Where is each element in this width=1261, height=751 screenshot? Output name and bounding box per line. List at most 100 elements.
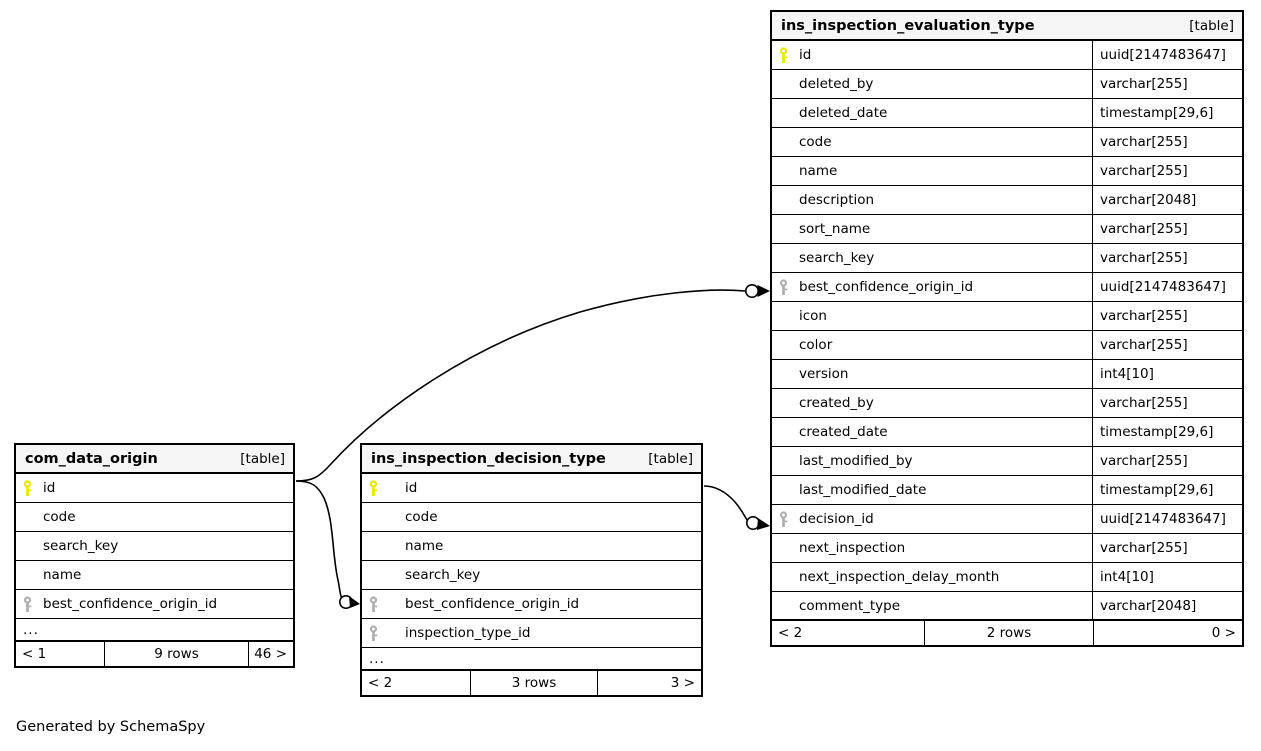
table-row-name[interactable]: name bbox=[362, 532, 701, 561]
column-name-cell: search_key bbox=[362, 561, 701, 589]
column-name: color bbox=[799, 337, 833, 353]
table-ins-inspection-evaluation-type[interactable]: ins_inspection_evaluation_type [table] i… bbox=[770, 10, 1244, 647]
column-name-cell: created_by bbox=[772, 389, 1092, 417]
footer-row-count: 2 rows bbox=[924, 621, 1094, 645]
column-name-cell: deleted_date bbox=[772, 99, 1092, 127]
table-row-color[interactable]: color varchar[255] bbox=[772, 331, 1242, 360]
foreign-key-icon bbox=[22, 595, 43, 613]
table-row-code[interactable]: code bbox=[16, 503, 293, 532]
column-name-cell: icon bbox=[772, 302, 1092, 330]
column-type: timestamp[29,6] bbox=[1092, 99, 1242, 127]
edge-decision-to-evaluation-zero-marker bbox=[745, 515, 760, 530]
column-type: varchar[255] bbox=[1092, 244, 1242, 272]
table-row-best-confidence-origin-id[interactable]: best_confidence_origin_id bbox=[362, 590, 701, 619]
table-row-inspection-type-id[interactable]: inspection_type_id bbox=[362, 619, 701, 648]
column-name: version bbox=[799, 366, 849, 382]
footer-next-count[interactable]: 3 > bbox=[670, 675, 695, 691]
footer-next-count[interactable]: 0 > bbox=[1211, 625, 1236, 641]
column-name-cell: last_modified_by bbox=[772, 447, 1092, 475]
column-list: id uuid[2147483647] deleted_by varchar[2… bbox=[772, 41, 1242, 621]
column-name: deleted_by bbox=[799, 76, 874, 92]
column-type: varchar[2048] bbox=[1092, 186, 1242, 214]
table-header[interactable]: ins_inspection_decision_type [table] bbox=[362, 445, 701, 474]
edge-origin-to-evaluation-arrowhead bbox=[757, 285, 770, 297]
column-name: code bbox=[405, 509, 438, 525]
column-name: id bbox=[799, 47, 812, 63]
table-footer: < 2 2 rows 0 > bbox=[772, 621, 1242, 645]
table-row-sort-name[interactable]: sort_name varchar[255] bbox=[772, 215, 1242, 244]
table-title: com_data_origin bbox=[25, 450, 158, 467]
table-row-icon[interactable]: icon varchar[255] bbox=[772, 302, 1242, 331]
table-type-tag: [table] bbox=[648, 450, 693, 467]
column-type: varchar[255] bbox=[1092, 534, 1242, 562]
table-row-best-confidence-origin-id[interactable]: best_confidence_origin_id uuid[214748364… bbox=[772, 273, 1242, 302]
edge-origin-to-decision-zero-marker bbox=[338, 594, 353, 609]
column-type: int4[10] bbox=[1092, 563, 1242, 591]
footer-prev-count[interactable]: < 1 bbox=[22, 646, 47, 662]
table-row-last-modified-date[interactable]: last_modified_date timestamp[29,6] bbox=[772, 476, 1242, 505]
table-row-id[interactable]: id bbox=[362, 474, 701, 503]
table-header[interactable]: com_data_origin [table] bbox=[16, 445, 293, 474]
table-com-data-origin[interactable]: com_data_origin [table] id code sear bbox=[14, 443, 295, 668]
foreign-key-icon bbox=[368, 595, 389, 613]
column-name-cell: decision_id bbox=[772, 505, 1092, 533]
table-row-description[interactable]: description varchar[2048] bbox=[772, 186, 1242, 215]
table-row-code[interactable]: code bbox=[362, 503, 701, 532]
column-name-cell: sort_name bbox=[772, 215, 1092, 243]
table-row-search-key[interactable]: search_key bbox=[16, 532, 293, 561]
table-row-search-key[interactable]: search_key varchar[255] bbox=[772, 244, 1242, 273]
column-name-cell: name bbox=[362, 532, 701, 560]
table-row-version[interactable]: version int4[10] bbox=[772, 360, 1242, 389]
footer-next-count[interactable]: 46 > bbox=[254, 646, 287, 662]
footer-prev-count[interactable]: < 2 bbox=[368, 675, 393, 691]
column-type: timestamp[29,6] bbox=[1092, 476, 1242, 504]
table-row-created-date[interactable]: created_date timestamp[29,6] bbox=[772, 418, 1242, 447]
generated-by-caption: Generated by SchemaSpy bbox=[16, 719, 206, 735]
column-name: code bbox=[799, 134, 832, 150]
column-name-cell: code bbox=[772, 128, 1092, 156]
table-row-decision-id[interactable]: decision_id uuid[2147483647] bbox=[772, 505, 1242, 534]
table-row-next-inspection[interactable]: next_inspection varchar[255] bbox=[772, 534, 1242, 563]
table-row-id[interactable]: id uuid[2147483647] bbox=[772, 41, 1242, 70]
column-name-cell: version bbox=[772, 360, 1092, 388]
column-type: varchar[255] bbox=[1092, 70, 1242, 98]
column-type: varchar[255] bbox=[1092, 447, 1242, 475]
column-name: name bbox=[799, 163, 838, 179]
table-row-deleted-by[interactable]: deleted_by varchar[255] bbox=[772, 70, 1242, 99]
table-row-search-key[interactable]: search_key bbox=[362, 561, 701, 590]
table-header[interactable]: ins_inspection_evaluation_type [table] bbox=[772, 12, 1242, 41]
footer-prev-count[interactable]: < 2 bbox=[778, 625, 803, 641]
table-row-name[interactable]: name varchar[255] bbox=[772, 157, 1242, 186]
table-row-last-modified-by[interactable]: last_modified_by varchar[255] bbox=[772, 447, 1242, 476]
table-row-code[interactable]: code varchar[255] bbox=[772, 128, 1242, 157]
column-type: timestamp[29,6] bbox=[1092, 418, 1242, 446]
table-row-name[interactable]: name bbox=[16, 561, 293, 590]
column-name: best_confidence_origin_id bbox=[43, 596, 218, 612]
primary-key-icon bbox=[22, 479, 43, 497]
column-name: search_key bbox=[43, 538, 119, 554]
table-row-deleted-date[interactable]: deleted_date timestamp[29,6] bbox=[772, 99, 1242, 128]
foreign-key-icon bbox=[778, 510, 799, 528]
column-name: best_confidence_origin_id bbox=[405, 596, 580, 612]
column-type: varchar[255] bbox=[1092, 215, 1242, 243]
column-name: decision_id bbox=[799, 511, 874, 527]
column-name: inspection_type_id bbox=[405, 625, 531, 641]
column-name-cell: best_confidence_origin_id bbox=[362, 590, 701, 618]
column-name-cell: next_inspection bbox=[772, 534, 1092, 562]
table-row-next-inspection-delay-month[interactable]: next_inspection_delay_month int4[10] bbox=[772, 563, 1242, 592]
table-ins-inspection-decision-type[interactable]: ins_inspection_decision_type [table] id … bbox=[360, 443, 703, 697]
table-row-created-by[interactable]: created_by varchar[255] bbox=[772, 389, 1242, 418]
column-type: varchar[255] bbox=[1092, 302, 1242, 330]
table-title: ins_inspection_decision_type bbox=[371, 450, 606, 467]
column-type: uuid[2147483647] bbox=[1092, 505, 1242, 533]
table-row-comment-type[interactable]: comment_type varchar[2048] bbox=[772, 592, 1242, 621]
table-title: ins_inspection_evaluation_type bbox=[781, 17, 1035, 34]
column-name: icon bbox=[799, 308, 827, 324]
column-type: varchar[255] bbox=[1092, 128, 1242, 156]
table-row-best-confidence-origin-id[interactable]: best_confidence_origin_id bbox=[16, 590, 293, 619]
column-name-cell: description bbox=[772, 186, 1092, 214]
table-row-id[interactable]: id bbox=[16, 474, 293, 503]
primary-key-icon bbox=[778, 46, 799, 64]
column-name-cell: best_confidence_origin_id bbox=[772, 273, 1092, 301]
column-name: next_inspection_delay_month bbox=[799, 569, 1000, 585]
